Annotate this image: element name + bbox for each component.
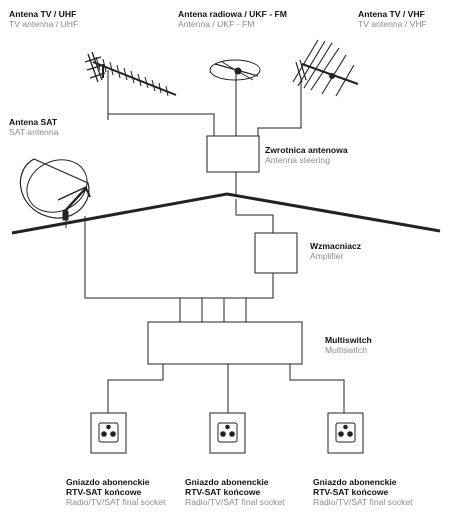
amplifier-label: Wzmacniacz Amplifier [310, 241, 361, 261]
radio-antenna-title: Antena radiowa / UKF - FM [178, 9, 287, 19]
wall-socket-icon [90, 412, 127, 454]
radio-antenna-subtitle: Antenna / UKF - FM [178, 19, 255, 29]
socket-title: Gniazdo abonenckie [313, 477, 397, 487]
roof-line [11, 192, 441, 235]
uhf-antenna-label: Antena TV / UHF TV antenna / UHF [9, 9, 78, 29]
wall-socket-icon [327, 412, 364, 454]
amplifier-title: Wzmacniacz [310, 241, 362, 251]
uhf-antenna-icon [84, 51, 177, 120]
sat-antenna-title: Antena SAT [9, 117, 58, 127]
combiner-label: Zwrotnica antenowa Antenna steering [265, 145, 348, 165]
radio-antenna-label: Antena radiowa / UKF - FM Antenna / UKF … [178, 9, 287, 29]
amplifier-subtitle: Amplifier [310, 251, 344, 261]
uhf-antenna-title: Antena TV / UHF [9, 9, 77, 19]
socket-type: RTV-SAT końcowe [66, 487, 142, 497]
socket-subtitle: Radio/TV/SAT final socket [66, 497, 166, 507]
uhf-antenna-subtitle: TV antenna / UHF [9, 19, 79, 29]
combiner-subtitle: Antenna steering [265, 155, 330, 165]
satellite-dish-icon [19, 158, 91, 228]
socket-type: RTV-SAT końcowe [185, 487, 261, 497]
socket-label: Gniazdo abonenckie RTV-SAT końcowe Radio… [185, 477, 285, 507]
sat-antenna-label: Antena SAT SAT antenna [9, 117, 58, 137]
vhf-antenna-icon [292, 39, 359, 120]
socket-title: Gniazdo abonenckie [66, 477, 150, 487]
sat-antenna-subtitle: SAT antenna [9, 127, 59, 137]
socket-label: Gniazdo abonenckie RTV-SAT końcowe Radio… [313, 477, 413, 507]
socket-type: RTV-SAT końcowe [313, 487, 389, 497]
vhf-antenna-label: Antena TV / VHF TV antenna / VHF [358, 9, 427, 29]
multiswitch-box [147, 321, 303, 365]
combiner-title: Zwrotnica antenowa [265, 145, 348, 155]
socket-subtitle: Radio/TV/SAT final socket [313, 497, 413, 507]
multiswitch-subtitle: Multiswitch [325, 345, 368, 355]
wall-socket-icon [209, 412, 246, 454]
vhf-antenna-title: Antena TV / VHF [358, 9, 425, 19]
vhf-antenna-subtitle: TV antenna / VHF [358, 19, 427, 29]
multiswitch-title: Multiswitch [325, 335, 372, 345]
multiswitch-label: Multiswitch Multiswitch [325, 335, 372, 355]
combiner-box [206, 135, 260, 173]
fm-radio-antenna-icon [209, 59, 261, 118]
antenna-feed-lines [107, 113, 302, 136]
socket-subtitle: Radio/TV/SAT final socket [185, 497, 285, 507]
amplifier-box [254, 232, 298, 274]
socket-label: Gniazdo abonenckie RTV-SAT końcowe Radio… [66, 477, 166, 507]
socket-title: Gniazdo abonenckie [185, 477, 269, 487]
